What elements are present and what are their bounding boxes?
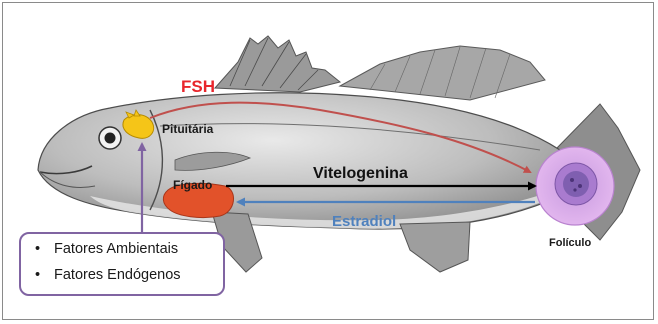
fsh-label: FSH — [181, 77, 215, 97]
pituitary-label: Pituitária — [162, 122, 213, 136]
factor-item: •Fatores Endógenos — [35, 267, 181, 283]
anal-fin — [400, 222, 470, 272]
dorsal-fin-spiny — [215, 36, 340, 92]
vitellogenin-label: Vitelogenina — [313, 165, 408, 183]
factor-item: •Fatores Ambientais — [35, 241, 178, 257]
factors-box: •Fatores Ambientais •Fatores Endógenos — [19, 232, 225, 296]
liver-label: Fígado — [173, 178, 212, 192]
estradiol-label: Estradiol — [332, 213, 396, 230]
dorsal-fin-soft — [340, 46, 545, 100]
bullet: • — [35, 241, 54, 257]
factor-text: Fatores Endógenos — [54, 267, 181, 283]
follicle — [536, 147, 614, 225]
follicle-label: Folículo — [549, 237, 591, 249]
factor-text: Fatores Ambientais — [54, 241, 178, 257]
bullet: • — [35, 267, 54, 283]
